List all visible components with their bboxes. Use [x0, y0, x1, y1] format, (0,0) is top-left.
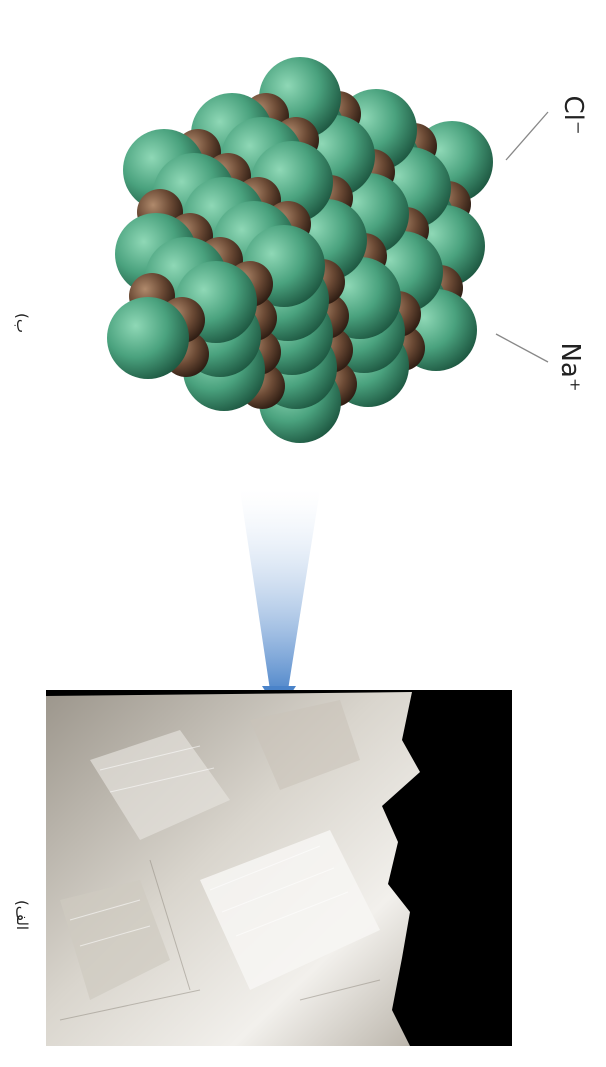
- cl-leader-line: [506, 112, 548, 160]
- zoom-beam: [240, 490, 320, 690]
- chloride-ion: [107, 297, 189, 379]
- salt-crystal-photo: [46, 690, 512, 1046]
- sodium-label: Na⁺: [555, 337, 585, 397]
- nacl-lattice: [107, 57, 493, 443]
- na-leader-line: [496, 334, 548, 362]
- panel-a-label: (الف: [11, 891, 33, 939]
- chloride-label: Cl⁻: [558, 90, 588, 140]
- panel-b-label: (ب: [11, 301, 33, 345]
